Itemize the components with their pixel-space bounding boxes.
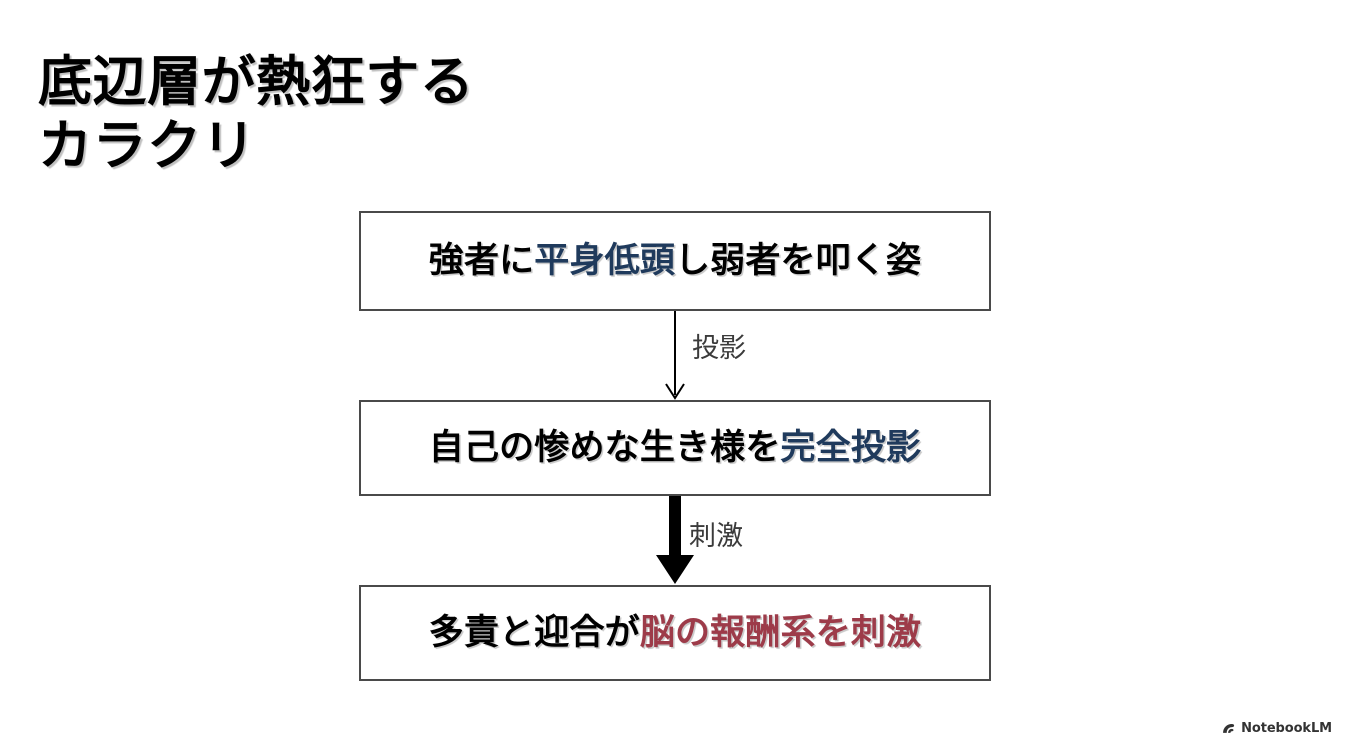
flow-connector-1-label: 投影: [692, 333, 746, 364]
flow-box-1-text: 強者に平身低頭し弱者を叩く姿: [429, 240, 921, 282]
flow-box-3-segment-2-highlight: 脳の報酬系を刺激: [639, 613, 922, 653]
flow-box-2-segment-1: 自己の惨めな生き様を: [428, 428, 781, 468]
page-title: 底辺層が熱狂する カラクリ: [38, 50, 475, 178]
flow-connector-1: 投影: [359, 311, 991, 400]
flow-diagram: 強者に平身低頭し弱者を叩く姿 投影 自己の惨めな生き様を完全投影 刺激 多責と迎…: [359, 211, 991, 681]
flow-box-2-text: 自己の惨めな生き様を完全投影: [429, 427, 921, 469]
flow-box-1: 強者に平身低頭し弱者を叩く姿: [359, 211, 991, 311]
flow-box-1-segment-1: 強者に: [428, 241, 535, 281]
flow-box-3: 多責と迎合が脳の報酬系を刺激: [359, 585, 991, 681]
arrow-down-thin-icon: [665, 311, 685, 400]
flow-box-1-segment-3: し弱者を叩く姿: [675, 241, 922, 281]
arrow-down-thick-icon: [656, 496, 694, 584]
flow-box-2-segment-2-highlight: 完全投影: [780, 428, 922, 468]
notebooklm-watermark-text: NotebookLM: [1241, 721, 1332, 736]
flow-connector-2-label: 刺激: [689, 521, 743, 552]
flow-connector-2: 刺激: [359, 496, 991, 585]
notebooklm-watermark: NotebookLM: [1221, 721, 1332, 736]
notebooklm-logo-icon: [1223, 724, 1235, 733]
flow-box-2: 自己の惨めな生き様を完全投影: [359, 400, 991, 496]
flow-box-3-segment-1: 多責と迎合が: [428, 613, 640, 653]
flow-box-1-segment-2-highlight: 平身低頭: [534, 241, 675, 281]
flow-box-3-text: 多責と迎合が脳の報酬系を刺激: [429, 612, 921, 654]
